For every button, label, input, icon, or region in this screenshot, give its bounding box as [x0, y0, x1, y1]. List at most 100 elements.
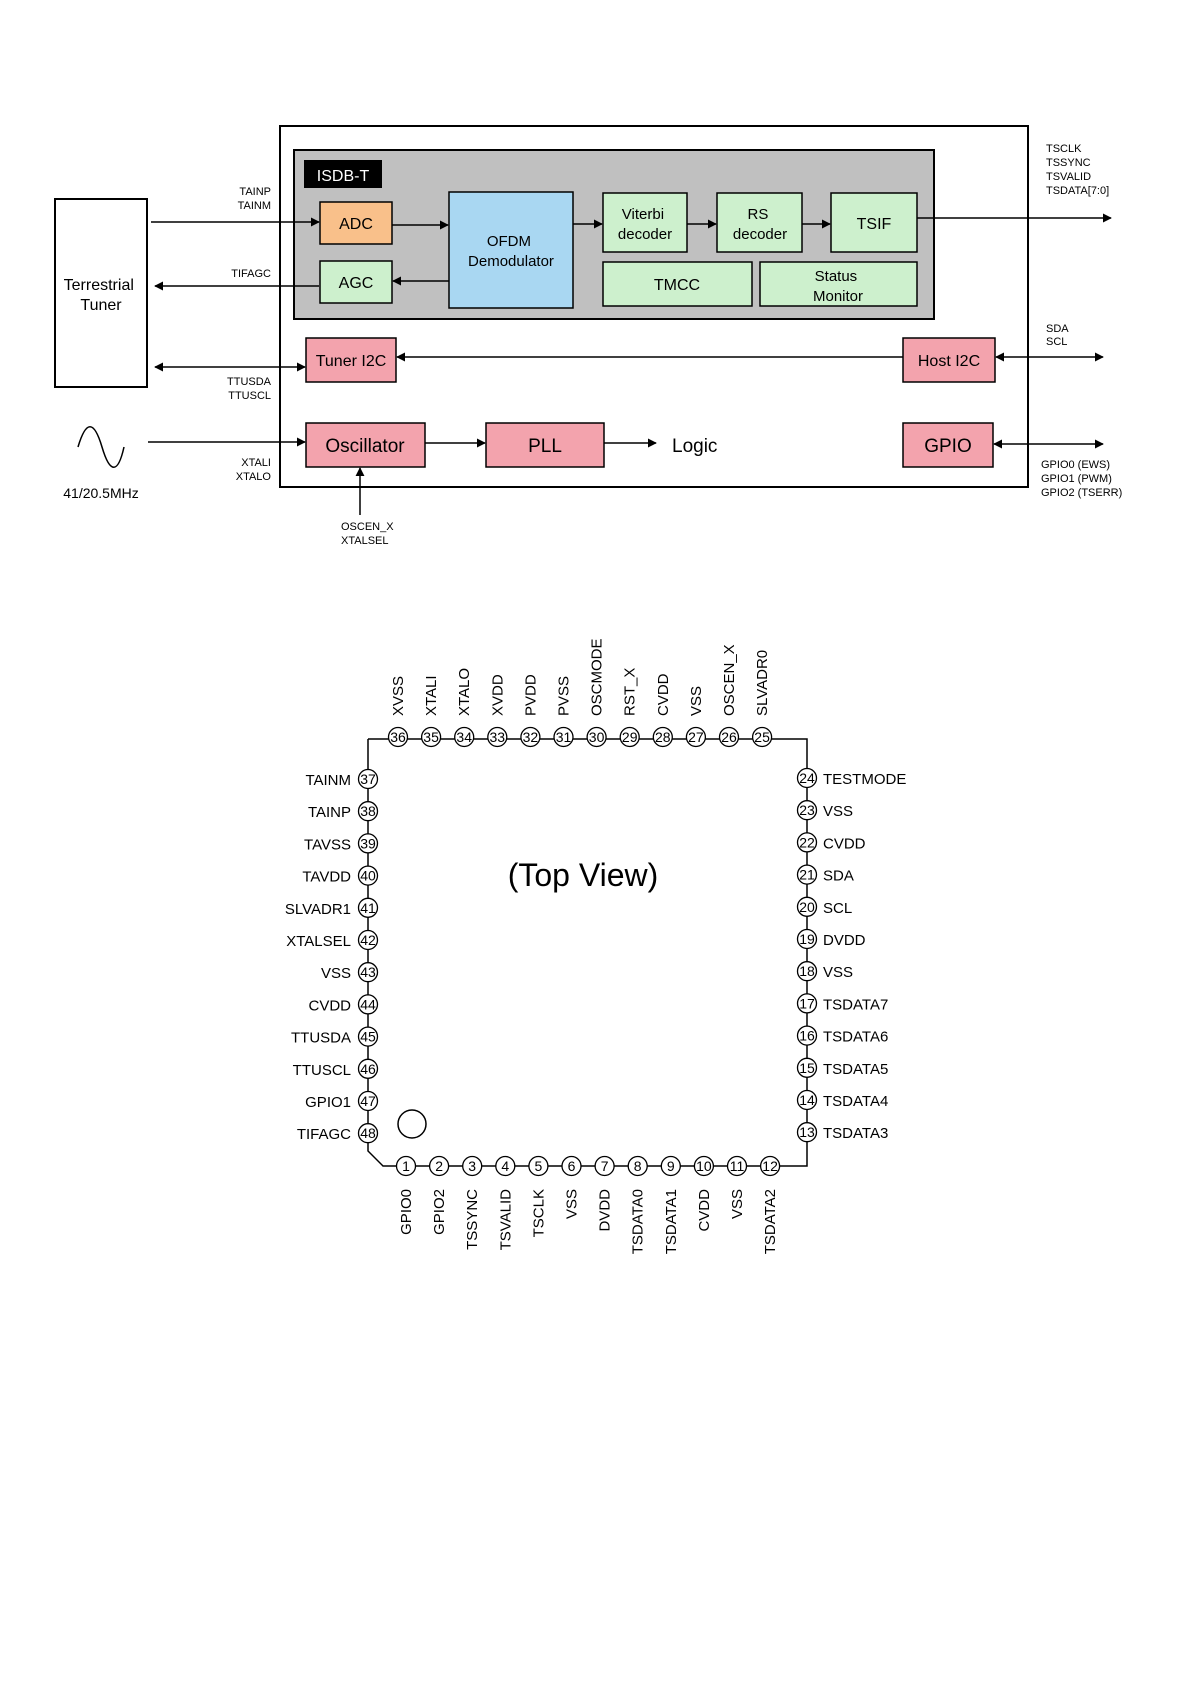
ts-out-label-1: TSSYNC [1046, 157, 1091, 169]
pin-number: 40 [360, 868, 376, 884]
pin1-marker [397, 1109, 427, 1139]
pin-circle-left [357, 1026, 379, 1047]
pin-name: PVDD [522, 674, 539, 716]
pin-number: 38 [360, 803, 376, 819]
pin-name: TSDATA1 [663, 1189, 680, 1254]
pin-name: TSSYNC [464, 1189, 481, 1250]
pll-block [485, 422, 605, 468]
pin-name: GPIO2 [431, 1189, 448, 1235]
pin-number: 14 [799, 1092, 815, 1108]
pin-number: 15 [799, 1060, 815, 1076]
ofdm-demodulator-label: OFDM Demodulator [468, 233, 554, 270]
pin-circle-bottom [759, 1155, 781, 1177]
pin-number: 31 [556, 729, 572, 745]
pin-name: DVDD [597, 1189, 614, 1232]
ofdm-demodulator-block [448, 191, 574, 309]
pin-name: TSDATA6 [823, 1029, 888, 1046]
pin-number: 28 [655, 729, 671, 745]
rs-decoder-label: RS decoder [733, 206, 787, 243]
pin-number: 19 [799, 931, 815, 947]
pin-number: 35 [423, 729, 439, 745]
pin-circle-bottom [528, 1155, 549, 1177]
agc-block [319, 260, 393, 304]
pin-circle-top [420, 726, 442, 748]
pin-name: TAVDD [302, 869, 351, 886]
pin-circle-right [796, 832, 818, 853]
pin-circle-left [357, 801, 379, 822]
ts-out-label-0: TSCLK [1046, 143, 1082, 155]
pin-name: TSDATA4 [823, 1093, 888, 1110]
pin-name: TAINM [305, 772, 351, 789]
pin-name: CVDD [696, 1189, 713, 1232]
pin-circle-left [357, 962, 379, 983]
pin-number: 23 [799, 802, 815, 818]
pin-circle-bottom [660, 1155, 681, 1177]
oscen-x-label: OSCEN_X [341, 521, 394, 533]
pin-number: 29 [622, 729, 638, 745]
pin-circle-right [796, 993, 818, 1014]
adc-block [319, 201, 393, 245]
logic-label: Logic [672, 436, 717, 457]
pin-number: 33 [490, 729, 506, 745]
pin-name: XTALI [423, 675, 440, 716]
pin-circle-right [796, 767, 818, 789]
tuner-i2c-block [305, 337, 397, 383]
pin-name: TSVALID [497, 1189, 514, 1251]
pin-number: 11 [730, 1158, 745, 1174]
gpio-sig-label-1: GPIO1 (PWM) [1041, 473, 1112, 485]
pin-circle-right [796, 928, 818, 950]
pin-name: VSS [321, 965, 351, 982]
pin-circle-top [619, 726, 640, 748]
pin-name: RST_X [622, 668, 639, 716]
tifagc-label: TIFAGC [231, 268, 271, 280]
pin-number: 32 [523, 729, 539, 745]
pin-number: 12 [762, 1158, 778, 1174]
oscillator-label: Oscillator [325, 436, 405, 457]
pin-circle-bottom [693, 1155, 715, 1177]
pin-number: 30 [589, 729, 605, 745]
pin-name: TAINP [308, 804, 351, 821]
xtali-label: XTALI [241, 457, 271, 469]
pin-number: 34 [456, 729, 472, 745]
pin-number: 39 [360, 835, 376, 851]
pin-circle-left [357, 994, 379, 1015]
pin-name: TSDATA5 [823, 1061, 888, 1078]
pin-number: 43 [360, 964, 376, 980]
pin-name: VSS [564, 1189, 581, 1219]
pin-circle-top [652, 726, 673, 748]
pin-number: 18 [799, 963, 815, 979]
sine-source-icon [77, 426, 125, 468]
pin-name: GPIO1 [305, 1094, 351, 1111]
pin-circle-top [553, 726, 574, 748]
pin-number: 4 [501, 1158, 509, 1174]
gpio-sig-label-0: GPIO0 (EWS) [1041, 459, 1110, 471]
pin-circle-left [357, 897, 379, 918]
ts-out-label-2: TSVALID [1046, 171, 1091, 183]
pin-name: TTUSDA [291, 1030, 351, 1047]
isdb-t-tag [304, 160, 382, 188]
pin-circle-top [454, 726, 475, 748]
viterbi-decoder-label: Viterbi decoder [618, 206, 672, 243]
pin-number: 26 [721, 729, 737, 745]
pin-circle-left [357, 865, 379, 886]
pin-number: 21 [799, 867, 815, 883]
pin-number: 36 [390, 729, 406, 745]
scl-label: SCL [1046, 336, 1067, 348]
pin-circle-bottom [726, 1155, 748, 1177]
pin-circle-right [796, 800, 818, 821]
terrestrial-tuner-label: Terrestrial Tuner [64, 277, 139, 314]
ttuscl-label: TTUSCL [228, 390, 271, 402]
pin-name: XTALO [456, 668, 473, 716]
pin-name: VSS [823, 964, 853, 981]
host-i2c-block [902, 337, 996, 383]
pin-number: 7 [601, 1158, 609, 1174]
pin-name: TSDATA3 [823, 1125, 888, 1142]
pin-name: SLVADR1 [285, 901, 351, 918]
pin-number: 37 [360, 771, 376, 787]
pin-circle-left [357, 833, 379, 854]
host-i2c-label: Host I2C [918, 353, 980, 370]
isdb-t-label: ISDB-T [317, 168, 370, 185]
tsif-label: TSIF [857, 216, 892, 233]
signal-lines [148, 213, 1112, 515]
pin-name: XVSS [390, 676, 407, 716]
